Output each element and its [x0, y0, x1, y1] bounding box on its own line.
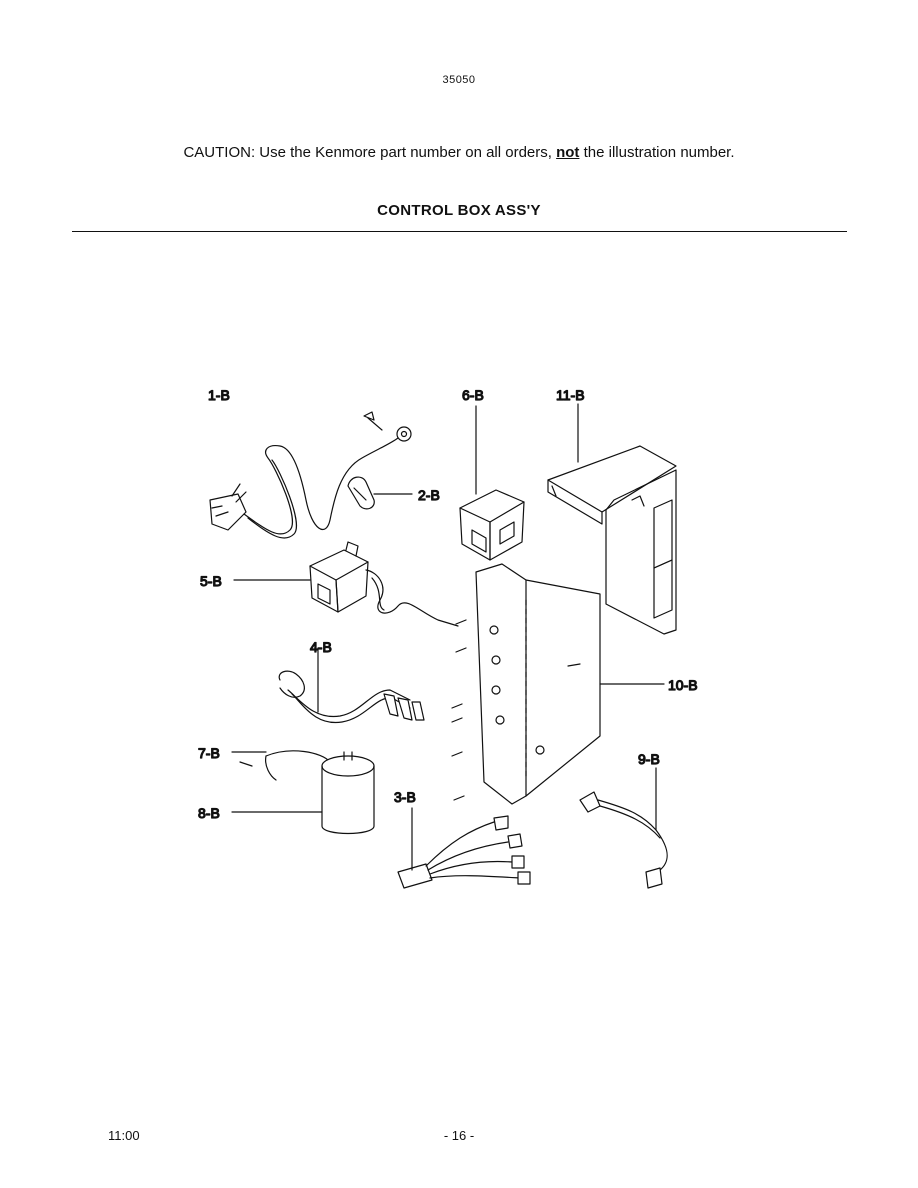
callout-1: 1-B — [208, 387, 230, 403]
caution-emphasis: not — [556, 144, 580, 161]
callout-3: 3-B — [394, 789, 416, 805]
callout-5: 5-B — [200, 573, 222, 589]
callout-6: 6-B — [462, 387, 484, 403]
page-number: - 16 - — [443, 1128, 475, 1143]
title-rule — [72, 231, 847, 232]
model-number: 35050 — [442, 74, 476, 86]
solenoid-part — [233, 541, 459, 627]
wire-lead-part — [579, 767, 668, 889]
callout-10: 10-B — [668, 677, 698, 693]
capacitor-part — [231, 751, 375, 835]
relay-part — [459, 405, 525, 561]
caution-text-end: the illustration number. — [579, 144, 735, 161]
power-cord-part — [209, 411, 412, 539]
control-box-housing — [605, 469, 677, 635]
callout-7: 7-B — [198, 745, 220, 761]
caution-note: CAUTION: Use the Kenmore part number on … — [0, 144, 918, 161]
screws-set — [451, 619, 467, 801]
cord-clamp-part — [347, 476, 413, 510]
callout-2: 2-B — [418, 487, 440, 503]
callout-9: 9-B — [638, 751, 660, 767]
footer-code: 11:00 — [108, 1128, 140, 1143]
connector-harness-part — [397, 807, 531, 889]
section-title: CONTROL BOX ASS'Y — [377, 202, 541, 219]
callout-11: 11-B — [556, 387, 585, 403]
capacitor-strap-part — [231, 750, 331, 781]
caution-text: CAUTION: Use the Kenmore part number on … — [183, 144, 557, 161]
mounting-bracket-part — [475, 563, 665, 805]
cover-plate-part — [547, 403, 677, 525]
callout-8: 8-B — [198, 805, 220, 821]
callout-4: 4-B — [310, 639, 332, 655]
wire-harness-part — [278, 647, 425, 724]
